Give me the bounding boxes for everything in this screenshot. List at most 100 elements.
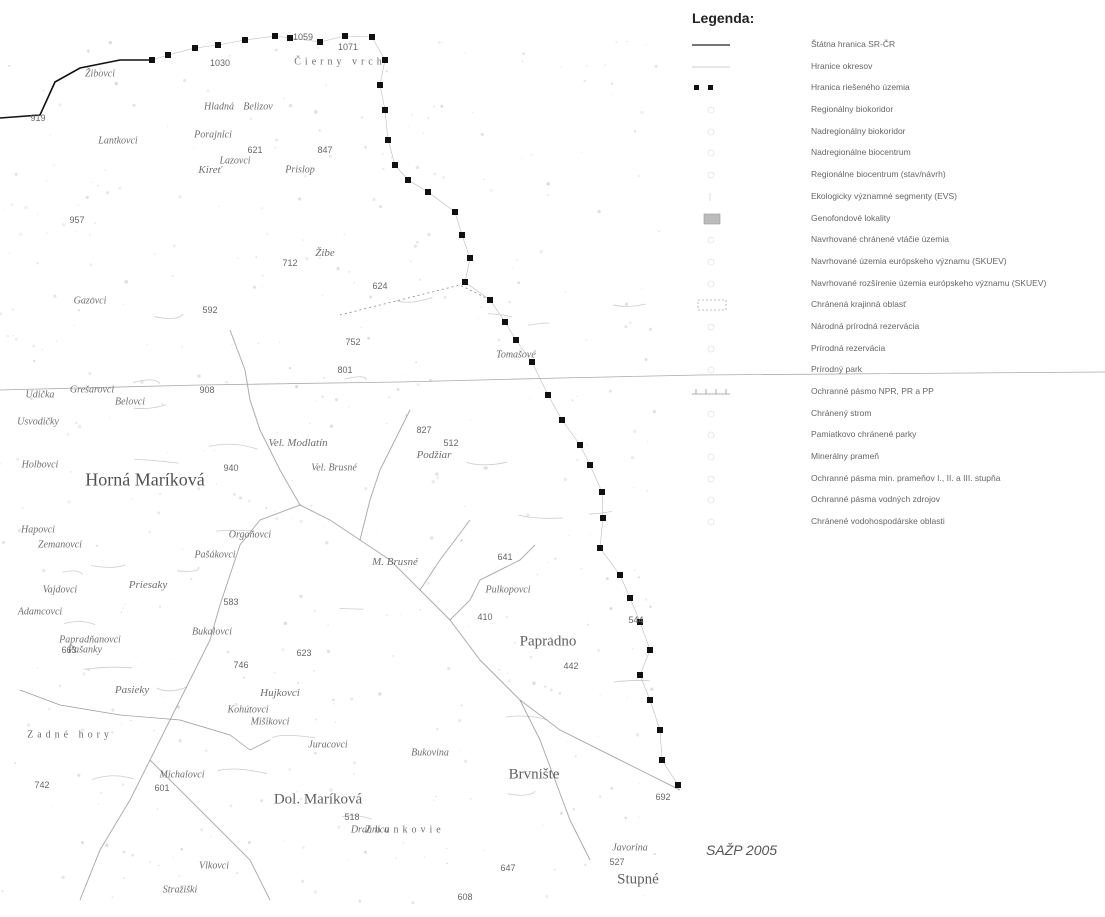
legend-row: Ekologicky významné segmenty (EVS) [690, 188, 1100, 210]
terrain-speck [477, 317, 479, 319]
terrain-speck [484, 466, 488, 470]
terrain-speck [564, 291, 567, 293]
legend-label: Ochranné pásma min. prameňov I., II. a I… [811, 472, 1001, 483]
river-line [449, 544, 536, 621]
elevation-label: 801 [337, 365, 353, 375]
place-label: Podžiar [416, 449, 452, 461]
legend-label: Prírodný park [811, 364, 863, 375]
terrain-speck [291, 480, 294, 482]
terrain-speck [468, 625, 470, 627]
terrain-speck [435, 472, 439, 476]
terrain-speck [644, 358, 648, 361]
terrain-speck [197, 374, 201, 378]
contour-line [63, 621, 96, 626]
border-dot [529, 359, 535, 365]
national-reserve-icon [707, 323, 715, 331]
elevation-label: 608 [457, 892, 473, 902]
terrain-speck [215, 483, 217, 485]
legend-row: Nadregionálny biokoridor [690, 123, 1100, 145]
terrain-speck [530, 153, 533, 156]
border-dot [637, 619, 643, 625]
place-label: Kireť [198, 164, 222, 176]
terrain-speck [586, 65, 588, 67]
legend-label: Štátna hranica SR-ČR [811, 39, 896, 49]
terrain-speck [327, 624, 330, 627]
elevation-label: 512 [443, 438, 459, 448]
terrain-speck [299, 797, 303, 801]
terrain-speck [110, 71, 112, 74]
elevation-label: 641 [497, 552, 513, 562]
terrain-speck [315, 718, 318, 721]
border-dot [513, 337, 519, 343]
terrain-speck [536, 573, 539, 576]
contour-line [339, 608, 364, 610]
terrain-speck [385, 423, 388, 425]
legend-row: Chránený strom [690, 405, 1100, 427]
border-dot [617, 572, 623, 578]
place-label: Zadné hory [27, 729, 113, 741]
terrain-speck [541, 824, 544, 827]
terrain-speck [37, 213, 39, 216]
terrain-speck [323, 527, 325, 529]
terrain-speck [650, 687, 654, 691]
terrain-speck [58, 103, 62, 107]
legend-row: Nadregionálne biocentrum [690, 144, 1100, 166]
terrain-speck [597, 648, 601, 652]
terrain-speck [364, 487, 368, 490]
terrain-speck [644, 894, 646, 897]
terrain-speck [608, 389, 612, 393]
terrain-speck [130, 719, 132, 722]
terrain-speck [377, 532, 379, 534]
river-line [419, 519, 471, 591]
place-label: Zemanovci [38, 539, 82, 551]
terrain-speck [642, 193, 644, 196]
terrain-speck [131, 854, 134, 857]
terrain-speck [367, 336, 371, 340]
place-label: Vajdovci [42, 584, 78, 596]
terrain-speck [381, 152, 384, 155]
evs-segment-icon [709, 192, 711, 201]
border-dot [637, 672, 643, 678]
place-label: M. Brusné [372, 556, 418, 568]
terrain-speck [366, 532, 368, 535]
place-label: Juracovci [308, 739, 348, 751]
terrain-speck [586, 623, 589, 626]
terrain-speck [167, 125, 169, 127]
terrain-speck [348, 270, 351, 273]
terrain-speck [314, 110, 318, 114]
terrain-speck [122, 783, 125, 786]
terrain-speck [161, 403, 164, 405]
terrain-speck [21, 506, 24, 510]
contour-line [344, 376, 367, 381]
contour-line [528, 322, 550, 326]
border-dot [382, 107, 388, 113]
terrain-speck [566, 741, 569, 743]
terrain-speck [135, 655, 137, 658]
terrain-speck [427, 117, 430, 120]
terrain-speck [482, 467, 485, 469]
terrain-speck [153, 729, 155, 732]
terrain-speck [352, 761, 357, 765]
legend-label: Chránená krajinná oblasť [811, 299, 907, 310]
gene-pool-hatch-icon [703, 213, 721, 224]
terrain-speck [507, 672, 509, 675]
terrain-speck [652, 409, 657, 414]
terrain-speck [66, 433, 70, 436]
terrain-speck [580, 151, 583, 154]
terrain-speck [357, 60, 359, 62]
terrain-speck [274, 510, 276, 513]
terrain-speck [624, 302, 629, 306]
terrain-speck [326, 649, 330, 653]
contour-line [62, 570, 84, 575]
terrain-speck [402, 373, 404, 375]
terrain-speck [638, 174, 641, 178]
terrain-speck [32, 359, 36, 363]
terrain-speck [471, 111, 473, 113]
terrain-speck [580, 568, 583, 570]
terrain-speck [123, 877, 126, 880]
terrain-speck [408, 125, 410, 128]
terrain-speck [321, 395, 324, 398]
terrain-speck [649, 605, 652, 609]
terrain-speck [399, 613, 401, 616]
terrain-speck [88, 233, 91, 236]
